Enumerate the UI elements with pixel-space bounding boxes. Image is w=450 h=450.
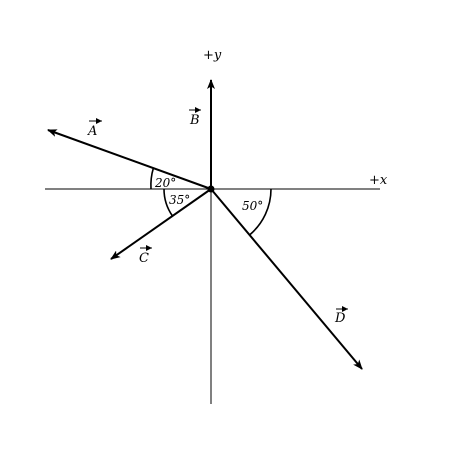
over-arrow-head-c: [146, 245, 152, 251]
origin-point: [207, 185, 215, 193]
angle-label-35: 35°: [169, 193, 190, 207]
over-arrow-head-b: [195, 107, 201, 113]
vector-c: [110, 188, 212, 260]
svg-text:A: A: [87, 124, 97, 139]
y-axis-label: +y: [203, 48, 222, 63]
svg-text:D: D: [334, 311, 346, 326]
over-arrow-head-d: [342, 306, 348, 312]
vector-label-c: C: [139, 245, 152, 266]
angle-arc-35: [163, 188, 174, 217]
vector-d: [210, 188, 363, 370]
angle-label-50: 50°: [242, 199, 263, 213]
svg-text:B: B: [189, 113, 200, 128]
vector-label-b: B: [189, 107, 201, 128]
svg-text:C: C: [139, 251, 149, 266]
vector-label-a: A: [87, 118, 102, 139]
vector-label-d: D: [334, 306, 348, 326]
angle-arc-20: [150, 167, 155, 190]
over-arrow-head-a: [96, 118, 102, 124]
vector-a: [47, 129, 212, 190]
x-axis-label: +x: [369, 173, 388, 188]
angle-arc-50: [248, 188, 272, 236]
angle-label-20: 20°: [154, 176, 176, 190]
